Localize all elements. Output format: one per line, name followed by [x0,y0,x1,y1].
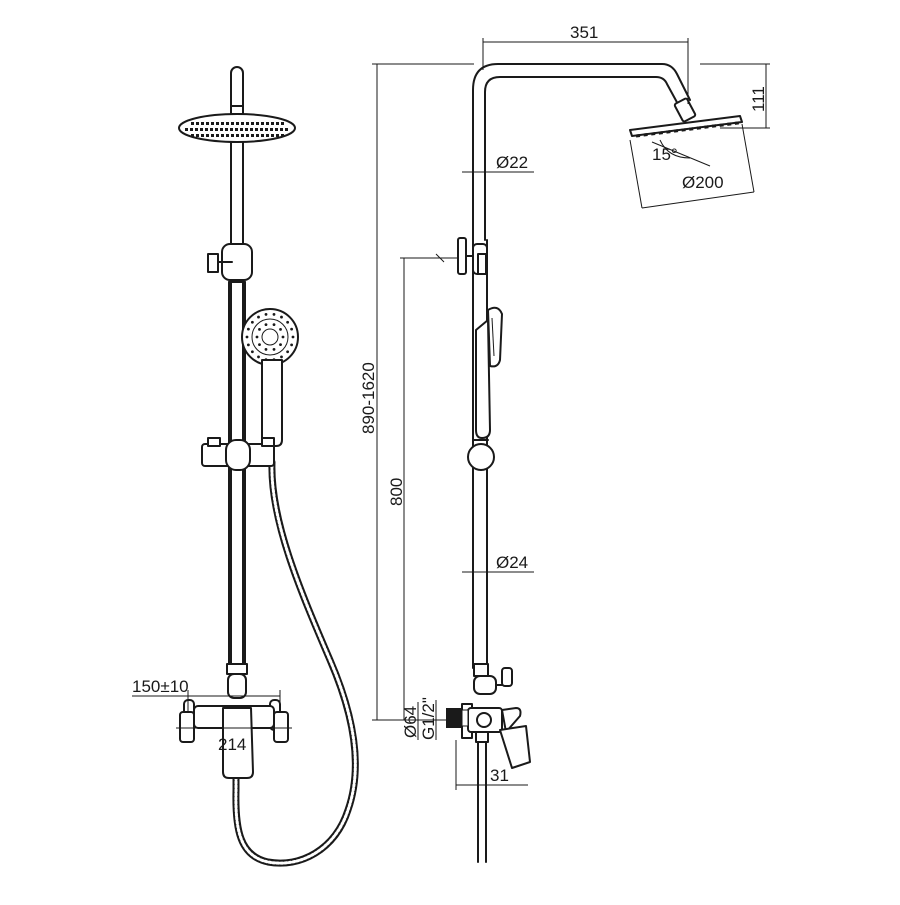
front-slider-holder [201,437,275,471]
side-dimension-rail-height: 800 [387,253,458,720]
dim-rail-dia-label: Ø24 [496,553,528,572]
dim-projection-label: 351 [570,23,598,42]
front-top-arm [230,66,244,115]
side-hand-shower [475,306,503,439]
side-dimension-projection: 351 [482,23,689,104]
side-slider-holder [467,439,495,471]
shower-hose [232,458,359,867]
front-column-diverter [207,243,253,281]
dim-rail-height-label: 800 [387,478,406,506]
dim-head-angle-label: 15° [652,145,678,164]
front-dimension-centers: 150±10 [132,677,281,712]
front-view: 150±10 214 [132,66,359,867]
side-top-arm [472,63,697,241]
side-view: 15° Ø200 [359,23,770,863]
side-dimension-total-height: 890-1620 [359,63,474,721]
front-column [228,113,246,667]
side-dimension-rail-dia: Ø24 [462,553,534,573]
dim-top-pipe-label: Ø22 [496,153,528,172]
front-dimension-width: 214 [176,727,292,754]
side-overhead-shower-head: 15° Ø200 [629,115,755,209]
side-dimension-drop: 111 [700,63,770,129]
side-dimension-inlet: Ø64 G1/2" [401,697,438,740]
dim-head-dia-label: Ø200 [682,173,724,192]
front-overhead-shower-head [178,113,296,143]
side-column-diverter [457,237,488,275]
dim-centers-label: 150±10 [132,677,189,696]
side-mixer [446,663,531,863]
side-dimension-wall-offset: 31 [455,740,528,790]
front-mixer [179,663,289,779]
dim-thread-label: G1/2" [419,697,438,740]
dim-drop-label: 111 [749,86,768,112]
dim-inlet-dia-label: Ø64 [401,706,420,738]
side-dimension-top-pipe: Ø22 [462,153,534,173]
dim-total-height-label: 890-1620 [359,362,378,434]
dim-wall-offset-label: 31 [490,766,509,785]
dim-mixer-width-label: 214 [218,735,246,754]
front-hand-shower [241,308,299,447]
